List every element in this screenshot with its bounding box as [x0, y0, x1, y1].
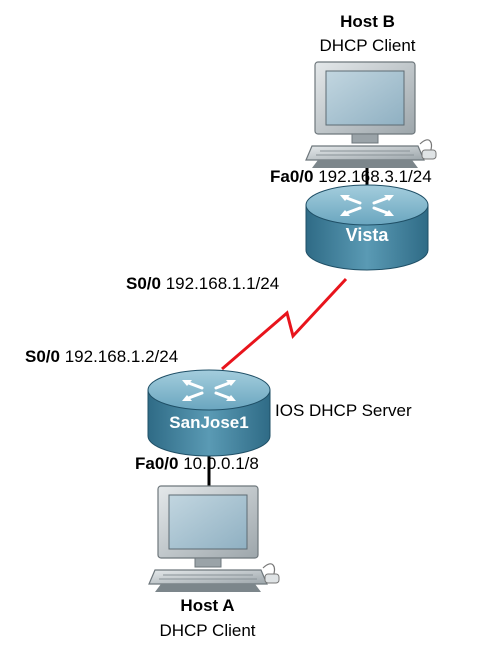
sanjose1-lan-label: Fa0/0 10.0.0.1/8 — [135, 454, 259, 473]
serial-link — [221, 277, 348, 371]
host-b-role: DHCP Client — [319, 36, 416, 55]
sanjose1-wan-label: S0/0 192.168.1.2/24 — [25, 347, 179, 366]
sanjose1-router-icon — [147, 369, 271, 457]
vista-router-icon — [305, 184, 429, 271]
sanjose1-role-label: IOS DHCP Server — [275, 401, 412, 420]
vista-wan-label: S0/0 192.168.1.1/24 — [126, 274, 280, 293]
host-a-pc-icon — [148, 485, 280, 592]
sanjose1-router-name: SanJose1 — [169, 413, 248, 432]
host-a-title: Host A — [180, 596, 235, 615]
vista-lan-label: Fa0/0 192.168.3.1/24 — [270, 167, 432, 186]
host-a-role: DHCP Client — [159, 621, 256, 640]
host-b-title: Host B — [340, 12, 395, 31]
host-b-pc-icon — [305, 61, 437, 168]
vista-router-name: Vista — [346, 225, 390, 245]
